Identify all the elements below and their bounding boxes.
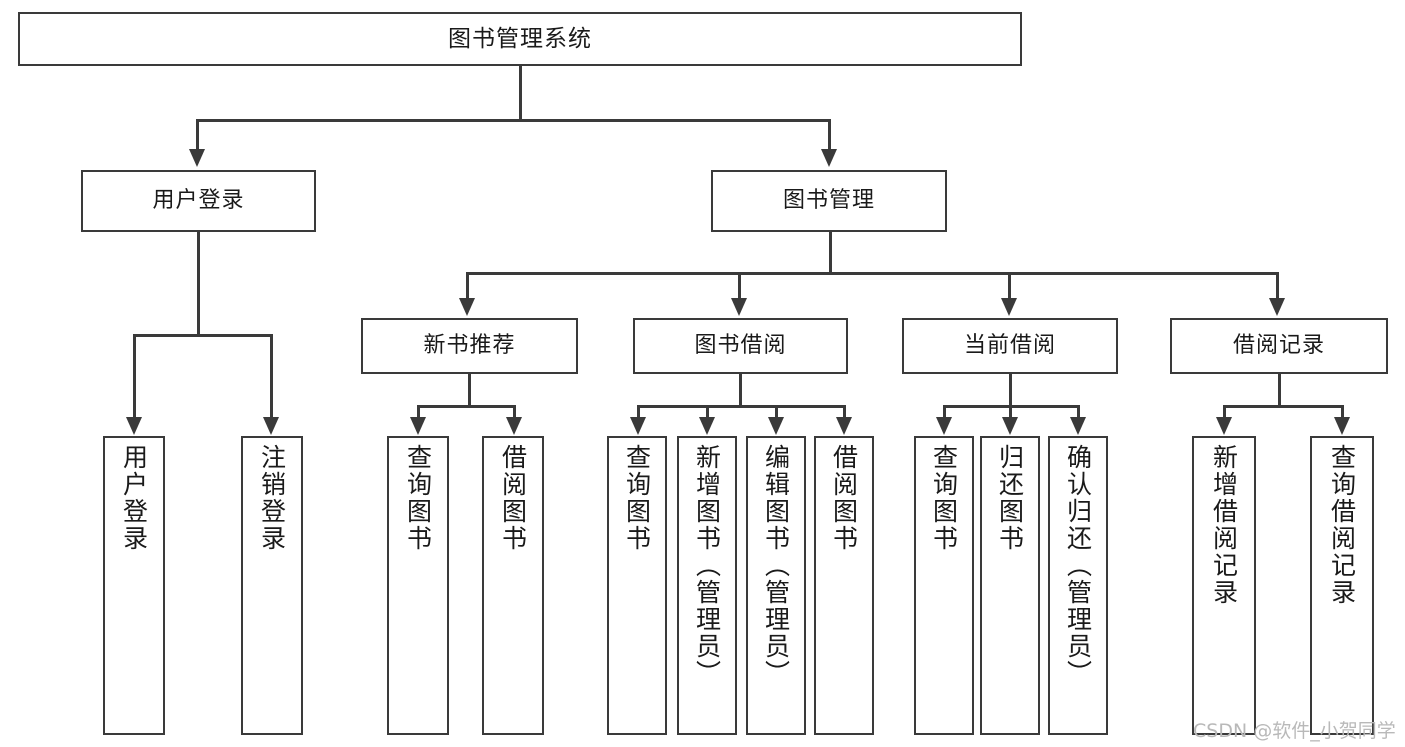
connector-nb-leaf1 xyxy=(417,405,420,419)
connector-cb-leaf1 xyxy=(943,405,946,419)
csdn-watermark: CSDN @软件_小贺同学 xyxy=(1193,720,1396,742)
node-label: 查询图书 xyxy=(622,444,652,552)
connector-bm-to-book-borrow xyxy=(738,272,741,300)
node-label: 图书管理 xyxy=(782,188,875,214)
leaf-nb-query-book[interactable]: 查询图书 xyxy=(387,436,449,735)
connector-root-stem xyxy=(519,66,522,119)
connector-br-leaf1 xyxy=(1223,405,1226,419)
node-new-book-recommend[interactable]: 新书推荐 xyxy=(361,318,578,374)
arrowhead-bb-borrow-book xyxy=(836,417,852,435)
connector-book-management-bus xyxy=(466,272,1278,275)
leaf-cb-return-book[interactable]: 归还图书 xyxy=(980,436,1040,735)
connector-new-book-bus xyxy=(417,405,515,408)
arrowhead-book-borrow xyxy=(731,298,747,316)
leaf-bb-borrow-book[interactable]: 借阅图书 xyxy=(814,436,874,735)
node-borrow-record[interactable]: 借阅记录 xyxy=(1170,318,1388,374)
arrowhead-nb-borrow-book xyxy=(506,417,522,435)
leaf-cb-confirm-return[interactable]: 确认归还（管理员） xyxy=(1048,436,1108,735)
node-label: 查询图书 xyxy=(403,444,433,552)
arrowhead-br-query-record xyxy=(1334,417,1350,435)
connector-book-management-stem xyxy=(829,232,832,274)
connector-user-login-stem xyxy=(197,232,200,336)
arrowhead-cb-confirm-return xyxy=(1070,417,1086,435)
connector-bm-to-current-borrow xyxy=(1008,272,1011,300)
leaf-bb-edit-book[interactable]: 编辑图书（管理员） xyxy=(746,436,806,735)
connector-current-borrow-stem xyxy=(1009,374,1012,407)
node-label: 编辑图书（管理员） xyxy=(761,444,791,687)
connector-cb-leaf3 xyxy=(1077,405,1080,419)
leaf-bb-query-book[interactable]: 查询图书 xyxy=(607,436,667,735)
arrowhead-borrow-record xyxy=(1269,298,1285,316)
connector-bb-leaf1 xyxy=(637,405,640,419)
connector-bm-to-borrow-record xyxy=(1276,272,1279,300)
connector-borrow-record-stem xyxy=(1278,374,1281,407)
node-label: 当前借阅 xyxy=(963,333,1056,359)
connector-book-borrow-stem xyxy=(739,374,742,407)
leaf-br-query-record[interactable]: 查询借阅记录 xyxy=(1310,436,1374,735)
connector-book-borrow-bus xyxy=(637,405,845,408)
connector-root-to-user-login xyxy=(196,119,199,151)
arrowhead-cb-return-book xyxy=(1002,417,1018,435)
leaf-user-login[interactable]: 用户登录 xyxy=(103,436,165,735)
connector-nb-leaf2 xyxy=(513,405,516,419)
connector-bb-leaf4 xyxy=(843,405,846,419)
node-label: 借阅图书 xyxy=(829,444,859,552)
node-user-login[interactable]: 用户登录 xyxy=(81,170,316,232)
node-label: 借阅图书 xyxy=(498,444,528,552)
connector-new-book-stem xyxy=(468,374,471,407)
arrowhead-user-login xyxy=(189,149,205,167)
arrowhead-cb-query-book xyxy=(936,417,952,435)
node-book-borrow[interactable]: 图书借阅 xyxy=(633,318,848,374)
arrowhead-leaf-logout-login xyxy=(263,417,279,435)
connector-root-bus xyxy=(196,119,829,122)
arrowhead-br-add-record xyxy=(1216,417,1232,435)
node-label: 新书推荐 xyxy=(423,333,516,359)
node-label: 查询图书 xyxy=(929,444,959,552)
arrowhead-book-management xyxy=(821,149,837,167)
node-label: 图书借阅 xyxy=(694,333,787,359)
connector-root-to-book-management xyxy=(828,119,831,151)
connector-bm-to-new-book xyxy=(466,272,469,300)
node-label: 用户登录 xyxy=(152,188,245,214)
arrowhead-leaf-user-login xyxy=(126,417,142,435)
leaf-logout-login[interactable]: 注销登录 xyxy=(241,436,303,735)
arrowhead-current-borrow xyxy=(1001,298,1017,316)
node-label: 归还图书 xyxy=(995,444,1025,552)
node-label: 确认归还（管理员） xyxy=(1063,444,1093,687)
node-current-borrow[interactable]: 当前借阅 xyxy=(902,318,1118,374)
node-book-management[interactable]: 图书管理 xyxy=(711,170,947,232)
arrowhead-bb-query-book xyxy=(630,417,646,435)
node-root-book-management-system[interactable]: 图书管理系统 xyxy=(18,12,1022,66)
leaf-nb-borrow-book[interactable]: 借阅图书 xyxy=(482,436,544,735)
connector-cb-leaf2 xyxy=(1009,405,1012,419)
arrowhead-nb-query-book xyxy=(410,417,426,435)
leaf-bb-add-book[interactable]: 新增图书（管理员） xyxy=(677,436,737,735)
node-label: 借阅记录 xyxy=(1232,333,1325,359)
node-label: 注销登录 xyxy=(257,444,287,552)
connector-bb-leaf2 xyxy=(706,405,709,419)
node-label: 查询借阅记录 xyxy=(1327,444,1357,606)
arrowhead-bb-add-book xyxy=(699,417,715,435)
connector-user-login-bus xyxy=(133,334,272,337)
connector-br-leaf2 xyxy=(1341,405,1344,419)
arrowhead-bb-edit-book xyxy=(768,417,784,435)
connector-bb-leaf3 xyxy=(775,405,778,419)
connector-user-login-leaf1 xyxy=(133,334,136,419)
connector-user-login-leaf2 xyxy=(270,334,273,419)
node-label: 图书管理系统 xyxy=(448,25,592,52)
leaf-br-add-record[interactable]: 新增借阅记录 xyxy=(1192,436,1256,735)
node-label: 新增图书（管理员） xyxy=(692,444,722,687)
node-label: 用户登录 xyxy=(119,444,149,552)
leaf-cb-query-book[interactable]: 查询图书 xyxy=(914,436,974,735)
connector-borrow-record-bus xyxy=(1223,405,1342,408)
arrowhead-new-book-recommend xyxy=(459,298,475,316)
node-label: 新增借阅记录 xyxy=(1209,444,1239,606)
